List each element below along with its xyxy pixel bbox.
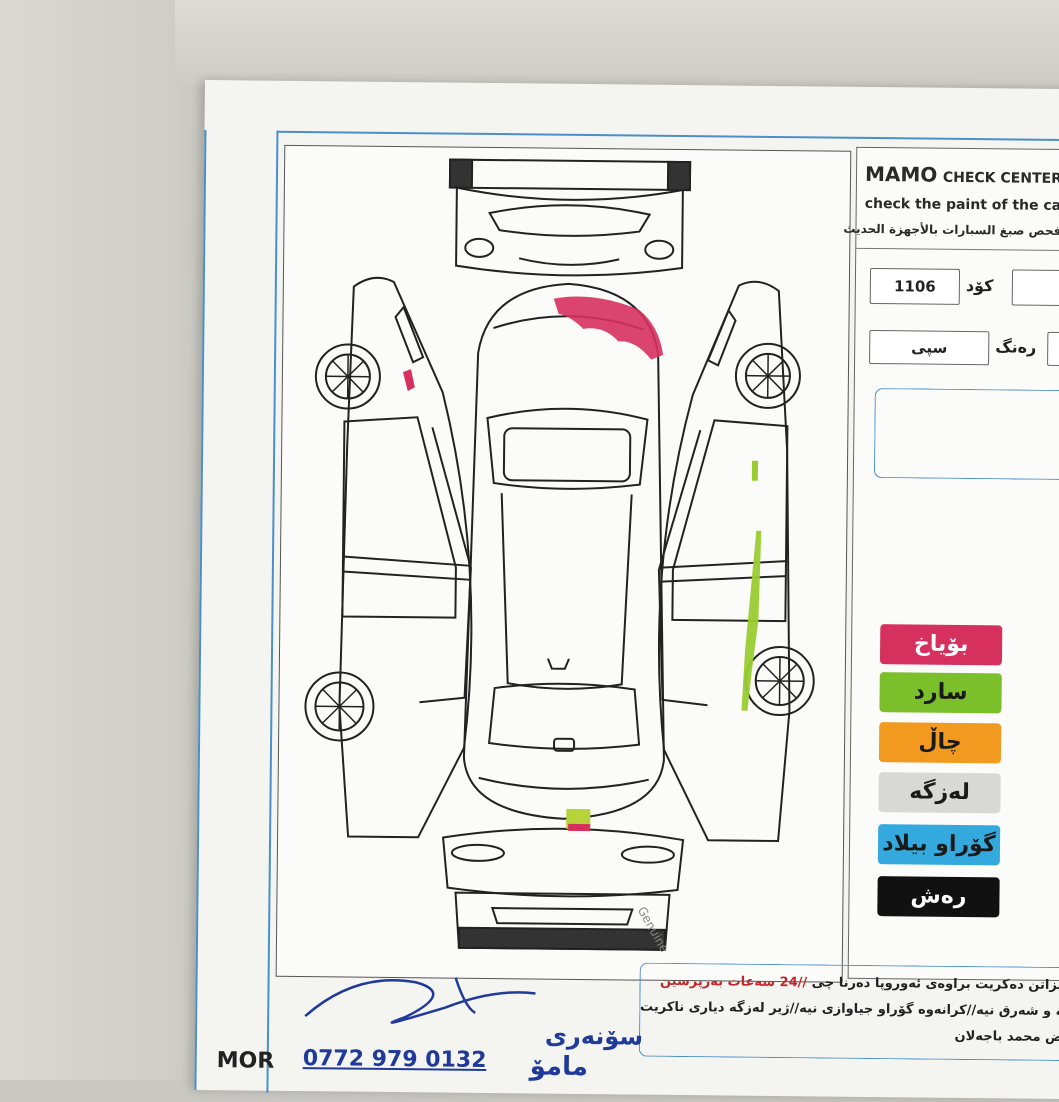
car-left-side xyxy=(304,277,475,838)
car-front-view xyxy=(449,160,690,277)
code-field-extra xyxy=(1012,269,1059,306)
legend-dent: چاڵ xyxy=(879,722,1001,763)
legend-replaced-label: گۆراو بیلاد xyxy=(882,831,996,857)
tagline-arabic: فحص صبغ السبارات بالأجهزة الحديث xyxy=(856,222,1059,238)
car-diagram: Genuine xyxy=(277,146,851,982)
signature-scribble xyxy=(295,961,556,1034)
notes-box xyxy=(874,388,1059,481)
color-field: سپی xyxy=(869,330,989,365)
tagline-english: check the paint of the ca xyxy=(865,196,1059,214)
paint-mark-hood xyxy=(553,296,664,360)
footer-line-1a: بۆ دیزاتن دەکریت براوەی ئەوروپا دەرنا چی xyxy=(812,975,1059,993)
phone-number: 0772 979 0132 xyxy=(303,1046,487,1073)
brand-name: MAMO xyxy=(865,162,938,187)
footer-line-1b: //24 سەعات بەرپرسین xyxy=(660,974,807,991)
legend-cold: سارد xyxy=(879,672,1001,713)
color-value: سپی xyxy=(911,338,947,356)
cold-mark-right-door xyxy=(752,461,758,481)
code-value: 1106 xyxy=(894,277,936,295)
footer-line-1: بۆ دیزاتن دەکریت براوەی ئەوروپا دەرنا چی… xyxy=(660,974,1059,993)
wheel-spokes xyxy=(315,349,807,735)
brand-header: MAMO CHECK CENTER xyxy=(865,162,1059,188)
footer-notes: بۆ دیزاتن دەکریت براوەی ئەوروپا دەرنا چی… xyxy=(639,963,1059,1062)
signature-line-1: سۆنەری xyxy=(545,1022,643,1051)
info-panel: MAMO CHECK CENTER check the paint of the… xyxy=(848,147,1059,982)
color-field-extra xyxy=(1047,332,1059,367)
legend-black-label: رەش xyxy=(910,883,966,909)
signature-line-2: مامۆ xyxy=(530,1051,589,1082)
legend-replaced: گۆراو بیلاد xyxy=(878,824,1000,865)
car-diagram-box: Genuine xyxy=(276,145,852,983)
car-top-view xyxy=(463,283,669,820)
paint-mark-left-fender xyxy=(403,369,415,391)
car-right-side xyxy=(656,281,818,842)
legend-cold-label: سارد xyxy=(914,679,968,705)
legend-putty: لەزگە xyxy=(878,772,1000,813)
legend-black: رەش xyxy=(877,876,999,917)
legend-paint: بۆیاخ xyxy=(880,624,1002,665)
legend-paint-label: بۆیاخ xyxy=(914,631,969,657)
mor-label: MOR xyxy=(217,1048,275,1074)
header-separator xyxy=(856,248,1059,252)
legend-dent-label: چاڵ xyxy=(918,730,961,755)
footer-line-3: معرض محمد باجەلان xyxy=(954,1029,1059,1045)
legend-putty-label: لەزگە xyxy=(909,779,970,805)
paint-mark-rear-bumper xyxy=(568,824,590,831)
binder-top xyxy=(175,0,1059,85)
color-label: رەنگ xyxy=(995,337,1036,356)
brand-subtitle: CHECK CENTER xyxy=(943,170,1059,187)
code-field: 1106 xyxy=(870,268,960,305)
code-label: كۆد xyxy=(966,276,994,295)
footer-line-2: ناوبه و شەرق نیە//کرانەوە گۆراو جیاوازی … xyxy=(640,1000,1059,1020)
inspection-sheet: Genuine MAMO CHECK CENTER check the pain… xyxy=(194,80,1059,1099)
